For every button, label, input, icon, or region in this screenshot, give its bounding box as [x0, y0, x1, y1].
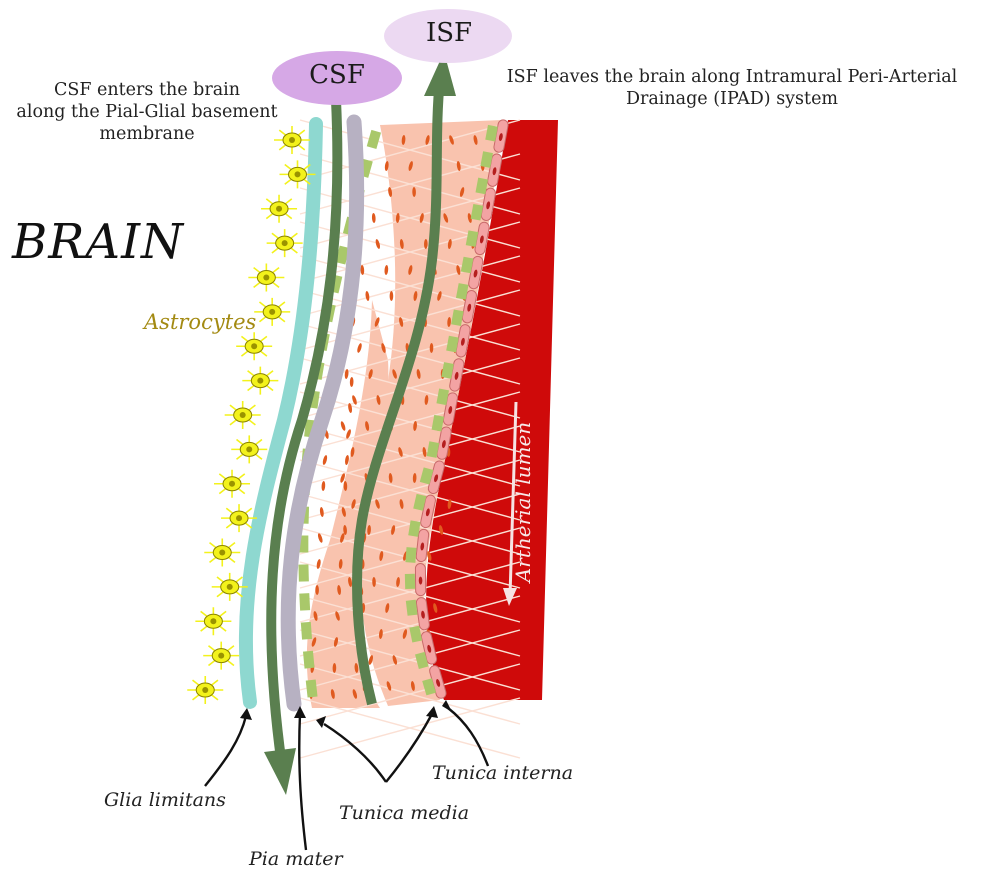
- smooth-muscle-nucleus: [321, 481, 325, 491]
- isf-exit-line-2: Drainage (IPAD) system: [484, 88, 980, 110]
- astrocyte-cell: [236, 332, 272, 360]
- astrocyte-cell: [195, 607, 231, 635]
- basement-membrane-dash: [301, 622, 312, 640]
- pia-mater-label: Pia mater: [249, 848, 343, 870]
- basement-membrane-dash: [367, 130, 381, 149]
- astrocyte-cell: [187, 676, 223, 704]
- csf-bubble-label: CSF: [306, 60, 368, 90]
- smooth-muscle-nucleus: [322, 455, 328, 466]
- basement-membrane-dash: [303, 651, 315, 669]
- tunica-media-label: Tunica media: [339, 802, 469, 824]
- csf-entry-line-2: along the Pial-Glial basement: [4, 101, 290, 123]
- astrocyte-cell: [204, 539, 240, 567]
- arterial-lumen-label: Artherial lumen: [511, 412, 535, 592]
- csf-entry-line-3: membrane: [4, 123, 290, 145]
- isf-exit-note: ISF leaves the brain along Intramural Pe…: [484, 66, 980, 110]
- isf-exit-line-1: ISF leaves the brain along Intramural Pe…: [484, 66, 980, 88]
- basement-membrane-dash: [405, 574, 415, 589]
- smooth-muscle-nucleus: [372, 213, 376, 223]
- astrocytes-label: Astrocytes: [144, 310, 256, 334]
- csf-entry-note: CSF enters the brain along the Pial-Glia…: [4, 79, 290, 145]
- astrocyte-cell: [231, 435, 267, 463]
- isf-bubble-label: ISF: [418, 18, 480, 48]
- astrocyte-cell: [254, 298, 290, 326]
- brain-title: BRAIN: [12, 214, 184, 270]
- csf-entry-line-1: CSF enters the brain: [4, 79, 290, 101]
- smooth-muscle-nucleus: [365, 291, 370, 301]
- smooth-muscle-nucleus: [356, 343, 362, 354]
- astrocyte-cell: [203, 642, 239, 670]
- basement-membrane-dash: [406, 600, 418, 616]
- csf-arrow-head: [264, 748, 296, 795]
- basement-membrane-dash: [299, 593, 310, 610]
- smooth-muscle-nucleus: [384, 265, 388, 275]
- astrocyte-cell: [261, 195, 297, 223]
- smooth-muscle-nucleus: [350, 377, 354, 387]
- glia-limitans-label: Glia limitans: [104, 789, 226, 811]
- astrocyte-cell: [214, 470, 250, 498]
- astrocyte-cell: [280, 160, 316, 188]
- smooth-muscle-nucleus: [315, 585, 319, 595]
- smooth-muscle-nucleus: [340, 421, 347, 432]
- smooth-muscle-nucleus: [390, 291, 394, 301]
- astrocyte-cell: [242, 367, 278, 395]
- smooth-muscle-nucleus: [319, 507, 324, 517]
- basement-membrane-dash: [298, 564, 308, 581]
- basement-membrane-dash: [306, 680, 318, 698]
- endothelial-cell: [415, 563, 425, 595]
- astrocyte-cell: [248, 264, 284, 292]
- astrocyte-cell: [267, 229, 303, 257]
- astrocyte-cell: [212, 573, 248, 601]
- astrocyte-cell: [221, 504, 257, 532]
- tunica-interna-label: Tunica interna: [432, 762, 573, 784]
- basement-membrane-dash: [405, 547, 416, 563]
- astrocyte-cell: [225, 401, 261, 429]
